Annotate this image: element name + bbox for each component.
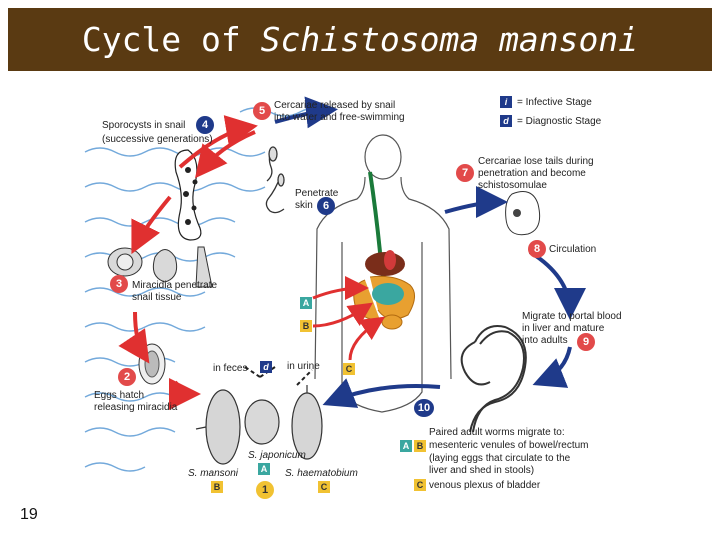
diagram-graphics — [84, 96, 586, 472]
stage-3-text-1: Miracidia penetrate — [132, 280, 218, 291]
stage-10-badge: 10 — [414, 399, 434, 417]
diagnostic-marker-eggs: d — [260, 361, 272, 373]
stage-2-badge: 2 — [118, 368, 136, 386]
haematobium-label: S. haematobium — [285, 468, 358, 479]
stage-8-text: Circulation — [549, 244, 597, 255]
stage-1-badge: 1 — [256, 481, 274, 499]
stage-10-text-c: venous plexus of bladder — [429, 480, 541, 491]
organs-drawing — [353, 171, 415, 330]
sporocyst-drawing — [174, 149, 202, 241]
adult-worms-drawing — [460, 325, 527, 433]
diagnostic-marker: d — [500, 115, 512, 127]
stage-6-text-1: Penetrate — [295, 188, 339, 199]
marker-C-legend: C — [414, 479, 426, 491]
slide-title: Cycle of Schistosoma mansoni — [8, 8, 712, 71]
stage-7-text-3: schistosomulae — [478, 180, 547, 191]
marker-A-legend: A — [400, 440, 412, 452]
stage-3-text-2: snail tissue — [132, 292, 182, 303]
title-plain: Cycle of — [81, 20, 241, 59]
stage-7-badge: 7 — [456, 164, 474, 182]
infective-marker: i — [500, 96, 512, 108]
stage-5-text-2: into water and free-swimming — [274, 112, 405, 123]
stage-10-text-a: mesenteric venules of bowel/rectum — [429, 440, 589, 451]
marker-A-organ: A — [300, 297, 312, 309]
stage-10-text-a2: (laying eggs that circulate to the — [429, 453, 571, 464]
stage-4-text-2: (successive generations) — [102, 134, 213, 145]
title-italic: Schistosoma mansoni — [260, 20, 639, 59]
stage-6-text-2: skin — [295, 200, 313, 211]
marker-A-eggs: A — [258, 463, 270, 475]
japonicum-label: S. japonicum — [248, 450, 306, 461]
stage-2-text-1: Eggs hatch — [94, 390, 145, 401]
in-feces-label: in feces — [213, 363, 248, 374]
stage-8-badge: 8 — [528, 240, 546, 258]
mansoni-label: S. mansoni — [188, 468, 238, 479]
life-cycle-diagram: i = Infective Stage d = Diagnostic Stage… — [80, 82, 640, 502]
red-cycle-arrows — [118, 115, 258, 410]
eggs-drawing — [195, 385, 323, 465]
stage-9-badge: 9 — [577, 333, 595, 351]
schistosomulum-drawing — [505, 191, 541, 236]
mansoni-text: S. mansoni — [188, 468, 239, 479]
stage-4-badge: 4 — [196, 116, 214, 134]
slide-number: 19 — [20, 506, 38, 523]
stage-9-text-3: into adults — [522, 335, 568, 346]
stage-3-badge: 3 — [110, 275, 128, 293]
organ-arrows — [312, 276, 385, 361]
stage-10-text-a3: liver and shed in stools) — [429, 465, 535, 476]
stage-4-text-1: Sporocysts in snail — [102, 120, 186, 131]
marker-C-eggs: C — [318, 481, 330, 493]
marker-C-organ: C — [343, 363, 355, 375]
stage-6-badge: 6 — [317, 197, 335, 215]
stage-2-text-2: releasing miracidia — [94, 402, 178, 413]
stage-9-text-1: Migrate to portal blood — [522, 311, 622, 322]
stage-5-badge: 5 — [253, 102, 271, 120]
stage-9-text-2: in liver and mature — [522, 323, 605, 334]
haematobium-text: S. haematobium — [285, 468, 358, 479]
marker-B-organ: B — [300, 320, 312, 332]
cercariae-drawing — [265, 146, 285, 214]
stage-10-text-1: Paired adult worms migrate to: — [429, 427, 565, 438]
in-urine-label: in urine — [287, 361, 320, 372]
japonicum-text: S. japonicum — [248, 450, 306, 461]
stage-5-text-1: Cercariae released by snail — [274, 100, 396, 111]
marker-B-eggs: B — [211, 481, 223, 493]
stage-7-text-2: penetration and become — [478, 168, 586, 179]
legend-infective: = Infective Stage — [517, 97, 592, 108]
marker-B-legend: B — [414, 440, 426, 452]
stage-7-text-1: Cercariae lose tails during — [478, 156, 594, 167]
legend-diagnostic: = Diagnostic Stage — [517, 116, 602, 127]
snails-drawing — [107, 246, 213, 288]
